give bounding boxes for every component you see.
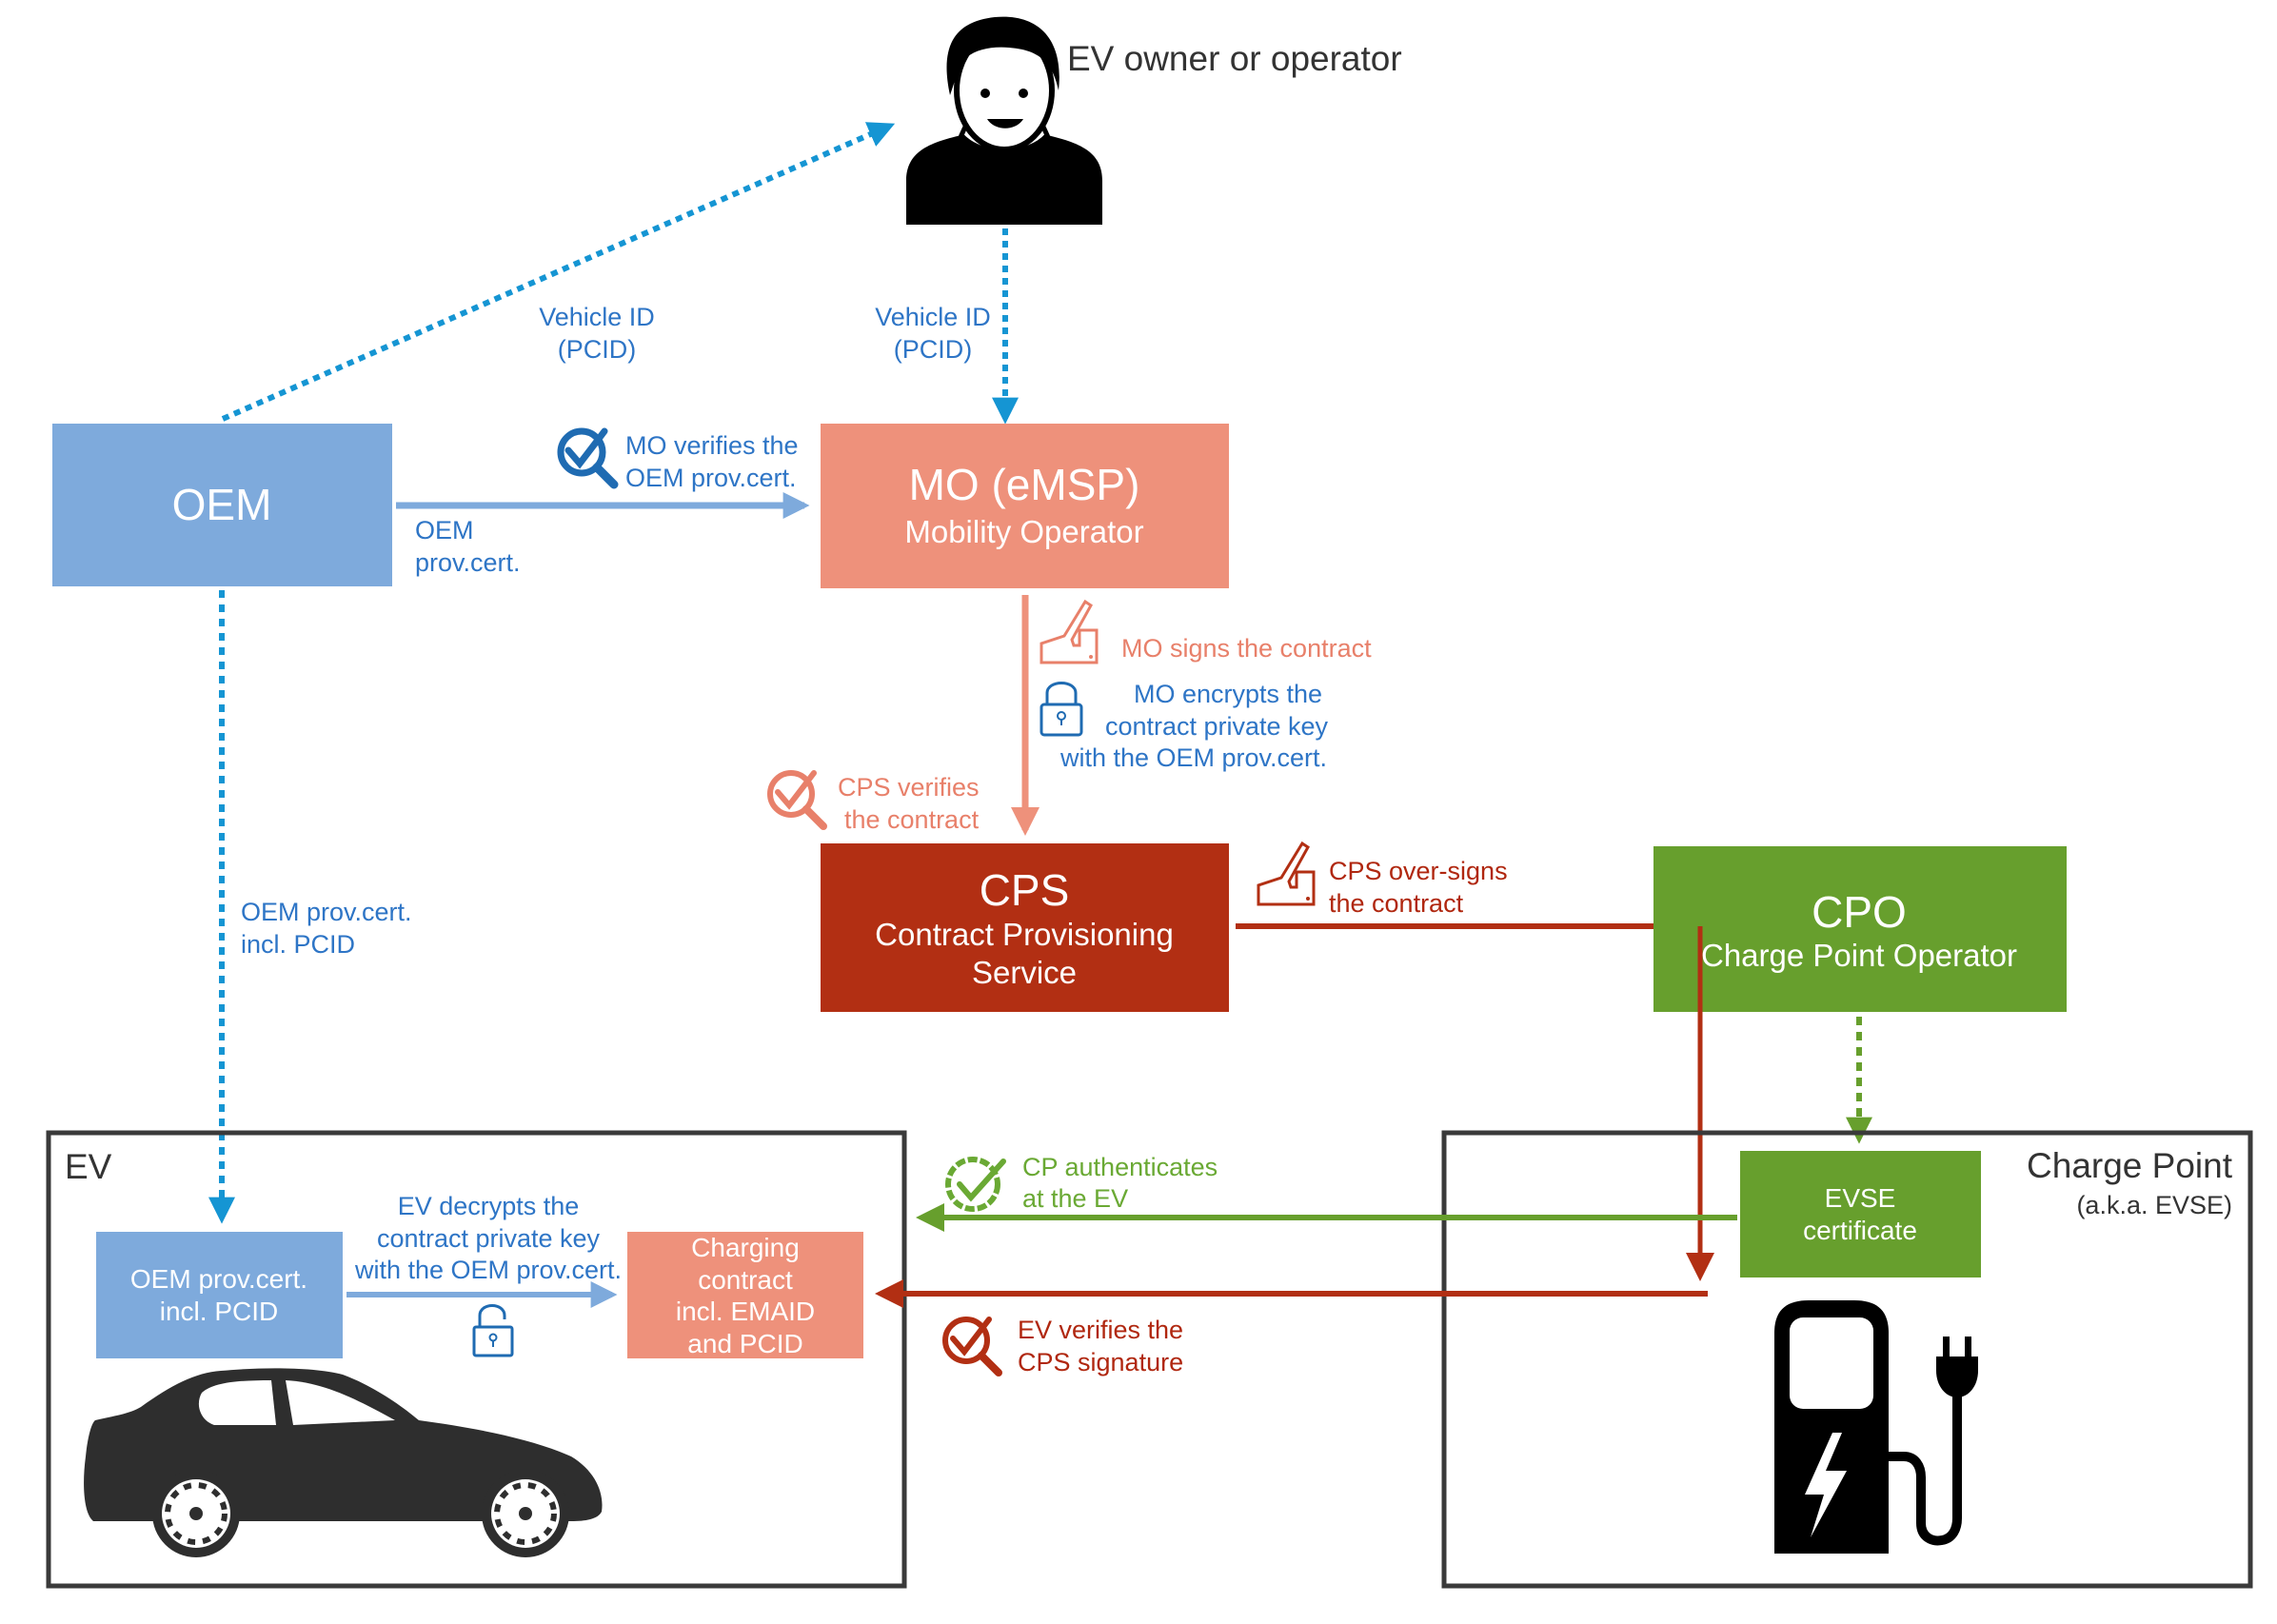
lock-icon: [1040, 682, 1083, 737]
ev-label: EV: [65, 1147, 112, 1186]
charge-point-sublabel: (a.k.a. EVSE): [2076, 1191, 2232, 1219]
svg-text:contract: contract: [698, 1265, 793, 1295]
charge-point-container: Charge Point (a.k.a. EVSE): [1441, 1130, 2253, 1589]
svg-text:MO verifies the: MO verifies the: [625, 431, 799, 460]
svg-text:OEM: OEM: [172, 480, 272, 529]
mo-box: MO (eMSP) Mobility Operator: [821, 424, 1229, 588]
svg-text:contract private key: contract private key: [377, 1224, 601, 1253]
ev-decrypts-label: EV decrypts the contract private key wit…: [354, 1192, 622, 1284]
svg-text:incl. PCID: incl. PCID: [241, 930, 355, 959]
svg-text:Contract Provisioning: Contract Provisioning: [875, 917, 1174, 952]
svg-text:CPS signature: CPS signature: [1018, 1348, 1183, 1376]
svg-text:CPS over-signs: CPS over-signs: [1329, 857, 1508, 885]
svg-text:Mobility Operator: Mobility Operator: [904, 514, 1143, 549]
svg-text:OEM prov.cert.: OEM prov.cert.: [625, 464, 797, 492]
oem-box: OEM: [52, 424, 392, 586]
svg-text:CP authenticates: CP authenticates: [1022, 1153, 1218, 1181]
cpo-box: CPO Charge Point Operator: [1653, 846, 2067, 1012]
cp-authenticates-label: CP authenticates at the EV: [1022, 1153, 1218, 1213]
svg-text:incl. EMAID: incl. EMAID: [676, 1297, 815, 1326]
svg-text:MO (eMSP): MO (eMSP): [909, 460, 1140, 509]
svg-text:CPS: CPS: [980, 865, 1070, 915]
svg-text:with the OEM prov.cert.: with the OEM prov.cert.: [1059, 743, 1327, 772]
svg-text:Charge Point Operator: Charge Point Operator: [1701, 938, 2017, 973]
ev-container: EV: [46, 1130, 907, 1589]
svg-text:the contract: the contract: [1329, 889, 1464, 918]
mo-signs-label: MO signs the contract: [1121, 634, 1372, 663]
svg-text:incl. PCID: incl. PCID: [160, 1297, 278, 1326]
svg-text:at the EV: at the EV: [1022, 1184, 1128, 1213]
oem-to-owner-arrow: [221, 122, 896, 422]
svg-text:the contract: the contract: [844, 805, 980, 834]
svg-text:certificate: certificate: [1803, 1216, 1917, 1245]
signing-hand-icon: [1257, 841, 1316, 906]
svg-text:OEM: OEM: [415, 516, 474, 545]
mo-verifies-label: MO verifies the OEM prov.cert.: [625, 431, 799, 492]
svg-text:EVSE: EVSE: [1825, 1183, 1896, 1213]
vehicle-id-left-label: Vehicle ID (PCID): [539, 303, 655, 364]
cps-verifies-label: CPS verifies the contract: [838, 773, 980, 834]
car-icon: [84, 1368, 603, 1557]
svg-text:Vehicle ID: Vehicle ID: [875, 303, 991, 331]
svg-text:CPO: CPO: [1812, 887, 1907, 937]
badge-check-icon: [945, 1157, 1006, 1212]
svg-text:contract private key: contract private key: [1105, 712, 1329, 741]
magnifier-check-icon: [557, 427, 619, 489]
oem-prov-cert-label: OEM prov.cert.: [415, 516, 521, 577]
magnifier-check-icon: [942, 1317, 1002, 1376]
svg-text:and PCID: and PCID: [687, 1329, 802, 1358]
charge-point-label: Charge Point: [2027, 1146, 2233, 1185]
ev-owner: EV owner or operator: [906, 16, 1402, 225]
svg-text:MO encrypts the: MO encrypts the: [1134, 680, 1322, 708]
svg-text:with the OEM prov.cert.: with the OEM prov.cert.: [354, 1256, 622, 1284]
svg-text:EV decrypts the: EV decrypts the: [398, 1192, 580, 1220]
svg-text:EV verifies the: EV verifies the: [1018, 1316, 1183, 1344]
evse-cert-box: EVSE certificate: [1740, 1151, 1981, 1277]
signing-hand-icon: [1040, 599, 1099, 664]
svg-text:(PCID): (PCID): [894, 335, 973, 364]
ev-verifies-label: EV verifies the CPS signature: [1018, 1316, 1183, 1376]
cps-oversigns-label: CPS over-signs the contract: [1329, 857, 1508, 918]
svg-text:OEM prov.cert.: OEM prov.cert.: [130, 1264, 307, 1294]
svg-text:Vehicle ID: Vehicle ID: [539, 303, 655, 331]
svg-text:Service: Service: [972, 955, 1077, 990]
svg-text:prov.cert.: prov.cert.: [415, 548, 521, 577]
magnifier-check-icon: [767, 770, 827, 830]
unlock-icon: [472, 1304, 514, 1357]
owner-label: EV owner or operator: [1067, 39, 1402, 78]
svg-text:CPS verifies: CPS verifies: [838, 773, 980, 802]
oem-cert-box: OEM prov.cert. incl. PCID: [96, 1232, 343, 1358]
oem-cert-incl-label: OEM prov.cert. incl. PCID: [241, 898, 412, 959]
svg-text:Charging: Charging: [691, 1233, 800, 1262]
svg-text:OEM prov.cert.: OEM prov.cert.: [241, 898, 412, 926]
person-icon: [906, 16, 1102, 225]
svg-text:(PCID): (PCID): [558, 335, 637, 364]
charging-station-icon: [1774, 1300, 1978, 1554]
vehicle-id-right-label: Vehicle ID (PCID): [875, 303, 991, 364]
charging-contract-box: Charging contract incl. EMAID and PCID: [627, 1232, 863, 1358]
cps-box: CPS Contract Provisioning Service: [821, 843, 1229, 1012]
mo-encrypts-label: MO encrypts the contract private key wit…: [1059, 680, 1329, 772]
